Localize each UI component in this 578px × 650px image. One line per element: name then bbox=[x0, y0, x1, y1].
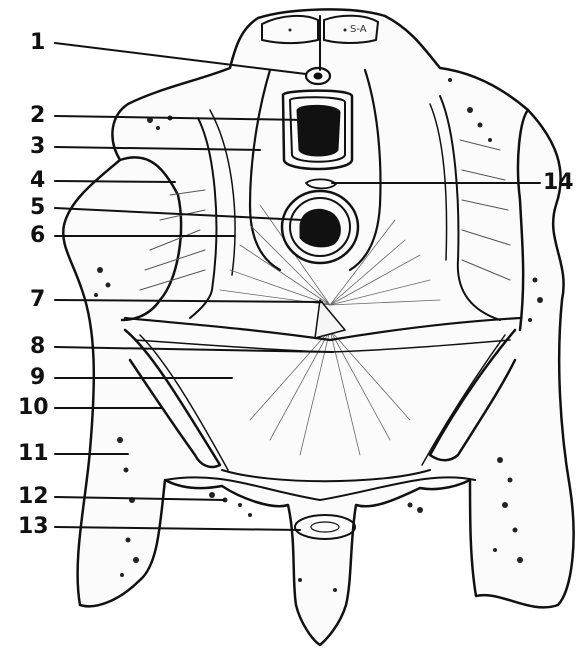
label-3: 3 bbox=[30, 136, 45, 158]
label-2: 2 bbox=[30, 105, 45, 127]
urethra-lumen bbox=[314, 73, 322, 79]
label-7: 7 bbox=[30, 289, 45, 311]
label-6: 6 bbox=[30, 225, 45, 247]
label-5: 5 bbox=[30, 197, 45, 219]
label-14: 14 bbox=[543, 172, 574, 194]
label-9: 9 bbox=[30, 367, 45, 389]
label-1: 1 bbox=[30, 32, 45, 54]
leader-4 bbox=[55, 181, 175, 182]
label-11: 11 bbox=[18, 443, 49, 465]
label-10: 10 bbox=[18, 397, 49, 419]
label-8: 8 bbox=[30, 336, 45, 358]
label-13: 13 bbox=[18, 516, 49, 538]
label-4: 4 bbox=[30, 170, 45, 192]
label-12: 12 bbox=[18, 486, 49, 508]
sacrum-text: S-A bbox=[350, 24, 367, 35]
anus-lumen bbox=[300, 209, 340, 247]
vagina-lumen bbox=[297, 105, 340, 156]
